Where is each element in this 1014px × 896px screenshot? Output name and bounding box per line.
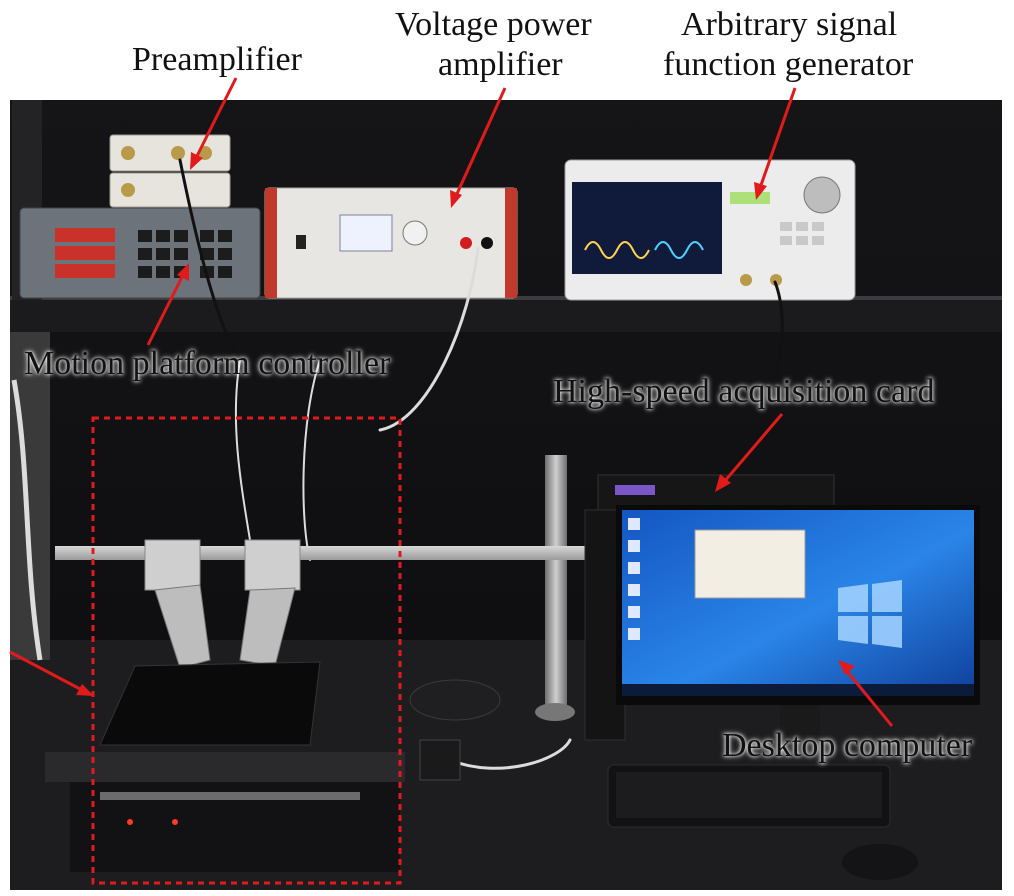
keyboard xyxy=(607,764,918,880)
arrow-motion-platform-controller xyxy=(146,263,189,346)
arrow-desktop-computer xyxy=(838,660,894,727)
motion-platform-controller-device xyxy=(19,207,261,299)
label-arbitrary-signal-line1: Arbitrary signal xyxy=(681,6,898,43)
arrow-preamplifier xyxy=(190,77,238,170)
arrow-motion-stage-offscreen xyxy=(9,650,94,696)
cables xyxy=(178,158,784,770)
annotation-arrows xyxy=(9,77,894,727)
label-high-speed-acquisition-card: High-speed acquisition card xyxy=(553,373,935,410)
motion-stage-highlight-box xyxy=(91,416,402,885)
label-voltage-power-amplifier-line1: Voltage power xyxy=(395,6,592,43)
label-preamplifier: Preamplifier xyxy=(132,41,302,78)
label-voltage-power-amplifier-line2: amplifier xyxy=(438,46,563,83)
arrow-voltage-power-amplifier xyxy=(450,87,507,208)
label-arbitrary-signal-line2: function generator xyxy=(663,46,914,83)
preamplifier-device xyxy=(109,134,231,208)
label-motion-platform-controller: Motion platform controller xyxy=(24,345,391,382)
label-desktop-computer: Desktop computer xyxy=(722,727,973,764)
arrow-high-speed-acquisition-card xyxy=(715,413,784,492)
function-generator-device xyxy=(564,159,856,301)
scan-rail-and-probes xyxy=(55,455,585,721)
voltage-power-amplifier-device xyxy=(264,187,518,299)
motion-stage xyxy=(45,661,501,872)
desktop-monitor xyxy=(616,505,980,735)
arrow-function-generator xyxy=(754,87,797,200)
